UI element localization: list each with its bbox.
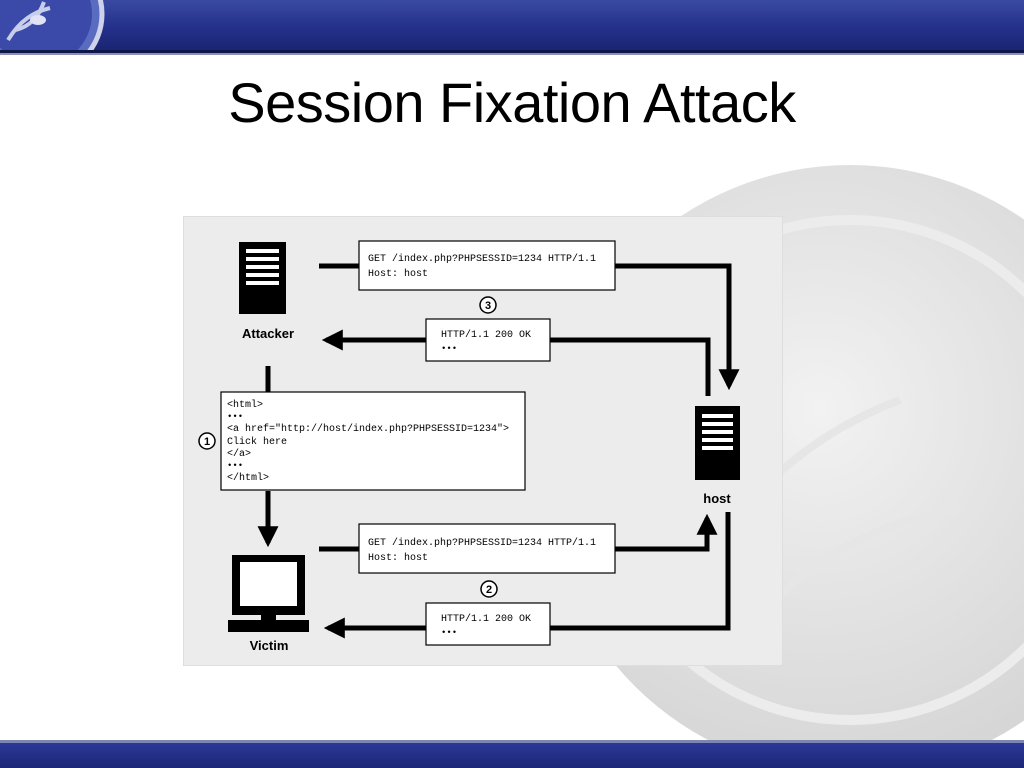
link-line-4: Click here [227,436,287,448]
victim-response-box: HTTP/1.1 200 OK ••• [425,602,551,646]
attacker-request-box: GET /index.php?PHPSESSID=1234 HTTP/1.1 H… [358,240,616,291]
attacker-request-arrow [615,263,740,391]
link-line-7: </html> [227,472,269,484]
top-bar-rule [0,53,1024,55]
top-bar [0,0,1024,53]
link-line-6: ••• [227,461,243,471]
bottom-bar [0,740,1024,768]
attacker-response-box: HTTP/1.1 200 OK ••• [425,318,551,362]
victim-label: Victim [250,638,289,653]
victim-computer-icon [228,555,309,632]
session-fixation-diagram: Attacker host Victim [183,216,783,666]
victim-response-line-1: HTTP/1.1 200 OK [441,613,531,625]
step-3-label: 3 [485,300,491,312]
attacker-label: Attacker [242,326,294,341]
attacker-response-line [550,337,711,396]
malicious-link-box: <html> ••• <a href="http://host/index.ph… [220,391,526,491]
victim-request-line-2: Host: host [368,552,428,564]
step-1-label: 1 [204,436,210,448]
victim-response-line [550,512,731,631]
attacker-response-line-1: HTTP/1.1 200 OK [441,329,531,341]
wasp-logo-icon [0,0,105,50]
attacker-response-line-2: ••• [441,344,457,354]
step-1-marker: 1 [198,432,216,450]
link-line-3: <a href="http://host/index.php?PHPSESSID… [227,423,509,435]
victim-request-line-1: GET /index.php?PHPSESSID=1234 HTTP/1.1 [368,537,596,549]
victim-request-arrow [615,513,718,552]
host-label: host [703,491,731,506]
victim-response-line-2: ••• [441,628,457,638]
step-2-label: 2 [486,584,492,596]
attacker-request-line-1: GET /index.php?PHPSESSID=1234 HTTP/1.1 [368,253,596,265]
step-2-marker: 2 [480,580,498,598]
host-server-icon [695,406,740,480]
attacker-request-line-2: Host: host [368,268,428,280]
attacker-server-icon [239,242,286,314]
link-line-5: </a> [227,448,251,460]
step-3-marker: 3 [479,296,497,314]
link-line-1: <html> [227,399,263,411]
slide-title: Session Fixation Attack [228,71,796,134]
link-line-2: ••• [227,412,243,422]
victim-request-box: GET /index.php?PHPSESSID=1234 HTTP/1.1 H… [358,523,616,574]
